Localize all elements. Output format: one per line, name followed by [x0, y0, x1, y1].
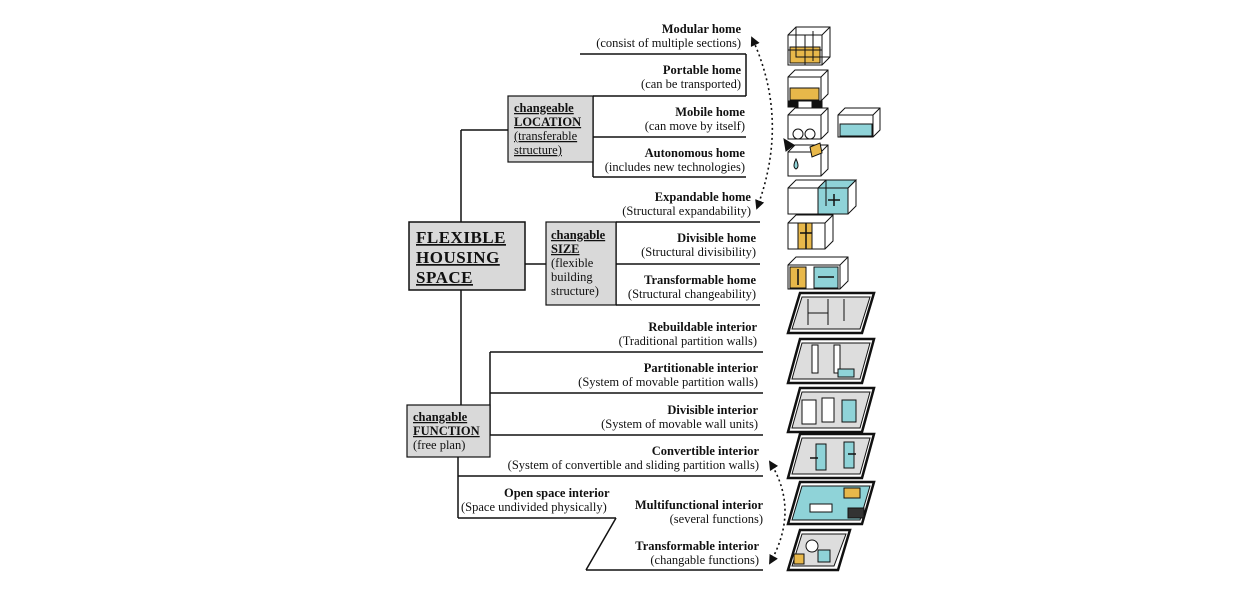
item-portable-home: Portable home(can be transported) — [641, 63, 741, 91]
divisible-cube-icon — [787, 214, 834, 250]
item-labels: Modular home(consist of multiple section… — [461, 22, 763, 567]
item-rebuildable-interior: Rebuildable interior(Traditional partiti… — [619, 320, 758, 348]
modular-cube-icon — [787, 26, 831, 66]
svg-text:(System of convertible and sli: (System of convertible and sliding parti… — [508, 458, 759, 472]
transformable-cube-icon — [787, 256, 849, 290]
icons — [783, 26, 881, 572]
category-function: changable FUNCTION (free plan) — [406, 404, 491, 458]
portable-cube-icon — [787, 69, 829, 108]
svg-text:Partitionable interior: Partitionable interior — [644, 361, 759, 375]
svg-text:(System of movable wall units): (System of movable wall units) — [601, 417, 758, 431]
svg-text:(Structural expandability): (Structural expandability) — [622, 204, 751, 218]
multifunctional-room-icon — [786, 480, 876, 526]
svg-text:Convertible interior: Convertible interior — [652, 444, 760, 458]
divisible-room-icon — [786, 386, 876, 434]
svg-text:LOCATION: LOCATION — [514, 115, 581, 129]
item-multifunctional-interior: Multifunctional interior(several functio… — [635, 498, 764, 526]
category-size: changable SIZE (flexible building struct… — [545, 221, 617, 306]
svg-text:Autonomous home: Autonomous home — [645, 146, 746, 160]
transformable-room-icon — [786, 528, 852, 572]
svg-text:(System of movable partition w: (System of movable partition walls) — [578, 375, 758, 389]
item-divisible-home: Divisible home(Structural divisibility) — [641, 231, 756, 259]
svg-text:FUNCTION: FUNCTION — [413, 424, 480, 438]
svg-text:(changable functions): (changable functions) — [650, 553, 759, 567]
svg-text:Divisible interior: Divisible interior — [667, 403, 758, 417]
interior-range-arrow — [768, 460, 786, 565]
main-title-line-2: HOUSING — [416, 248, 500, 267]
svg-text:Transformable home: Transformable home — [644, 273, 756, 287]
svg-text:Portable home: Portable home — [663, 63, 742, 77]
svg-text:building: building — [551, 270, 593, 284]
partitionable-room-icon — [786, 337, 876, 385]
svg-text:(free plan): (free plan) — [413, 438, 465, 452]
svg-text:Expandable home: Expandable home — [655, 190, 752, 204]
item-transformable-home: Transformable home(Structural changeabil… — [628, 273, 757, 301]
main-box: FLEXIBLE HOUSING SPACE — [408, 221, 526, 291]
svg-text:Rebuildable interior: Rebuildable interior — [648, 320, 757, 334]
item-divisible-interior: Divisible interior(System of movable wal… — [601, 403, 758, 431]
autonomous-cube-icon — [783, 138, 829, 177]
svg-text:(flexible: (flexible — [551, 256, 594, 270]
dotted-arrows — [750, 36, 786, 565]
svg-text:Open space interior: Open space interior — [504, 486, 610, 500]
svg-text:(transferable: (transferable — [514, 129, 578, 143]
location-range-arrow — [750, 36, 774, 210]
expandable-cube-icon — [787, 179, 858, 215]
svg-text:Modular home: Modular home — [662, 22, 742, 36]
svg-text:(Structural divisibility): (Structural divisibility) — [641, 245, 756, 259]
item-convertible-interior: Convertible interior(System of convertib… — [508, 444, 760, 472]
svg-text:Transformable interior: Transformable interior — [635, 539, 759, 553]
svg-text:SIZE: SIZE — [551, 242, 580, 256]
svg-text:changeable: changeable — [514, 101, 574, 115]
item-mobile-home: Mobile home(can move by itself) — [645, 105, 746, 133]
item-open-space-interior: Open space interior(Space undivided phys… — [461, 486, 610, 514]
main-title-line-1: FLEXIBLE — [416, 228, 506, 247]
svg-text:Mobile home: Mobile home — [675, 105, 745, 119]
item-autonomous-home: Autonomous home(includes new technologie… — [605, 146, 746, 174]
item-modular-home: Modular home(consist of multiple section… — [596, 22, 741, 50]
svg-text:(several functions): (several functions) — [670, 512, 763, 526]
convertible-room-icon — [786, 432, 876, 480]
svg-text:(Traditional partition walls): (Traditional partition walls) — [619, 334, 757, 348]
svg-text:Divisible home: Divisible home — [677, 231, 756, 245]
rebuildable-room-icon — [786, 291, 876, 335]
svg-text:structure): structure) — [551, 284, 599, 298]
svg-text:(Structural changeability): (Structural changeability) — [628, 287, 756, 301]
item-expandable-home: Expandable home(Structural expandability… — [622, 190, 751, 218]
svg-text:(can move by itself): (can move by itself) — [645, 119, 745, 133]
connector-lines — [457, 53, 763, 571]
svg-text:Multifunctional interior: Multifunctional interior — [635, 498, 764, 512]
svg-text:changable: changable — [413, 410, 468, 424]
main-title-line-3: SPACE — [416, 268, 473, 287]
category-location: changeable LOCATION (transferable struct… — [507, 95, 594, 163]
item-partitionable-interior: Partitionable interior(System of movable… — [578, 361, 758, 389]
item-transformable-interior: Transformable interior(changable functio… — [635, 539, 759, 567]
svg-text:(Space undivided physically): (Space undivided physically) — [461, 500, 607, 514]
svg-text:(consist of multiple sections): (consist of multiple sections) — [596, 36, 741, 50]
svg-text:changable: changable — [551, 228, 606, 242]
svg-text:(includes new technologies): (includes new technologies) — [605, 160, 745, 174]
svg-text:(can be transported): (can be transported) — [641, 77, 741, 91]
mobile-cube-icon — [787, 107, 881, 140]
svg-text:structure): structure) — [514, 143, 562, 157]
